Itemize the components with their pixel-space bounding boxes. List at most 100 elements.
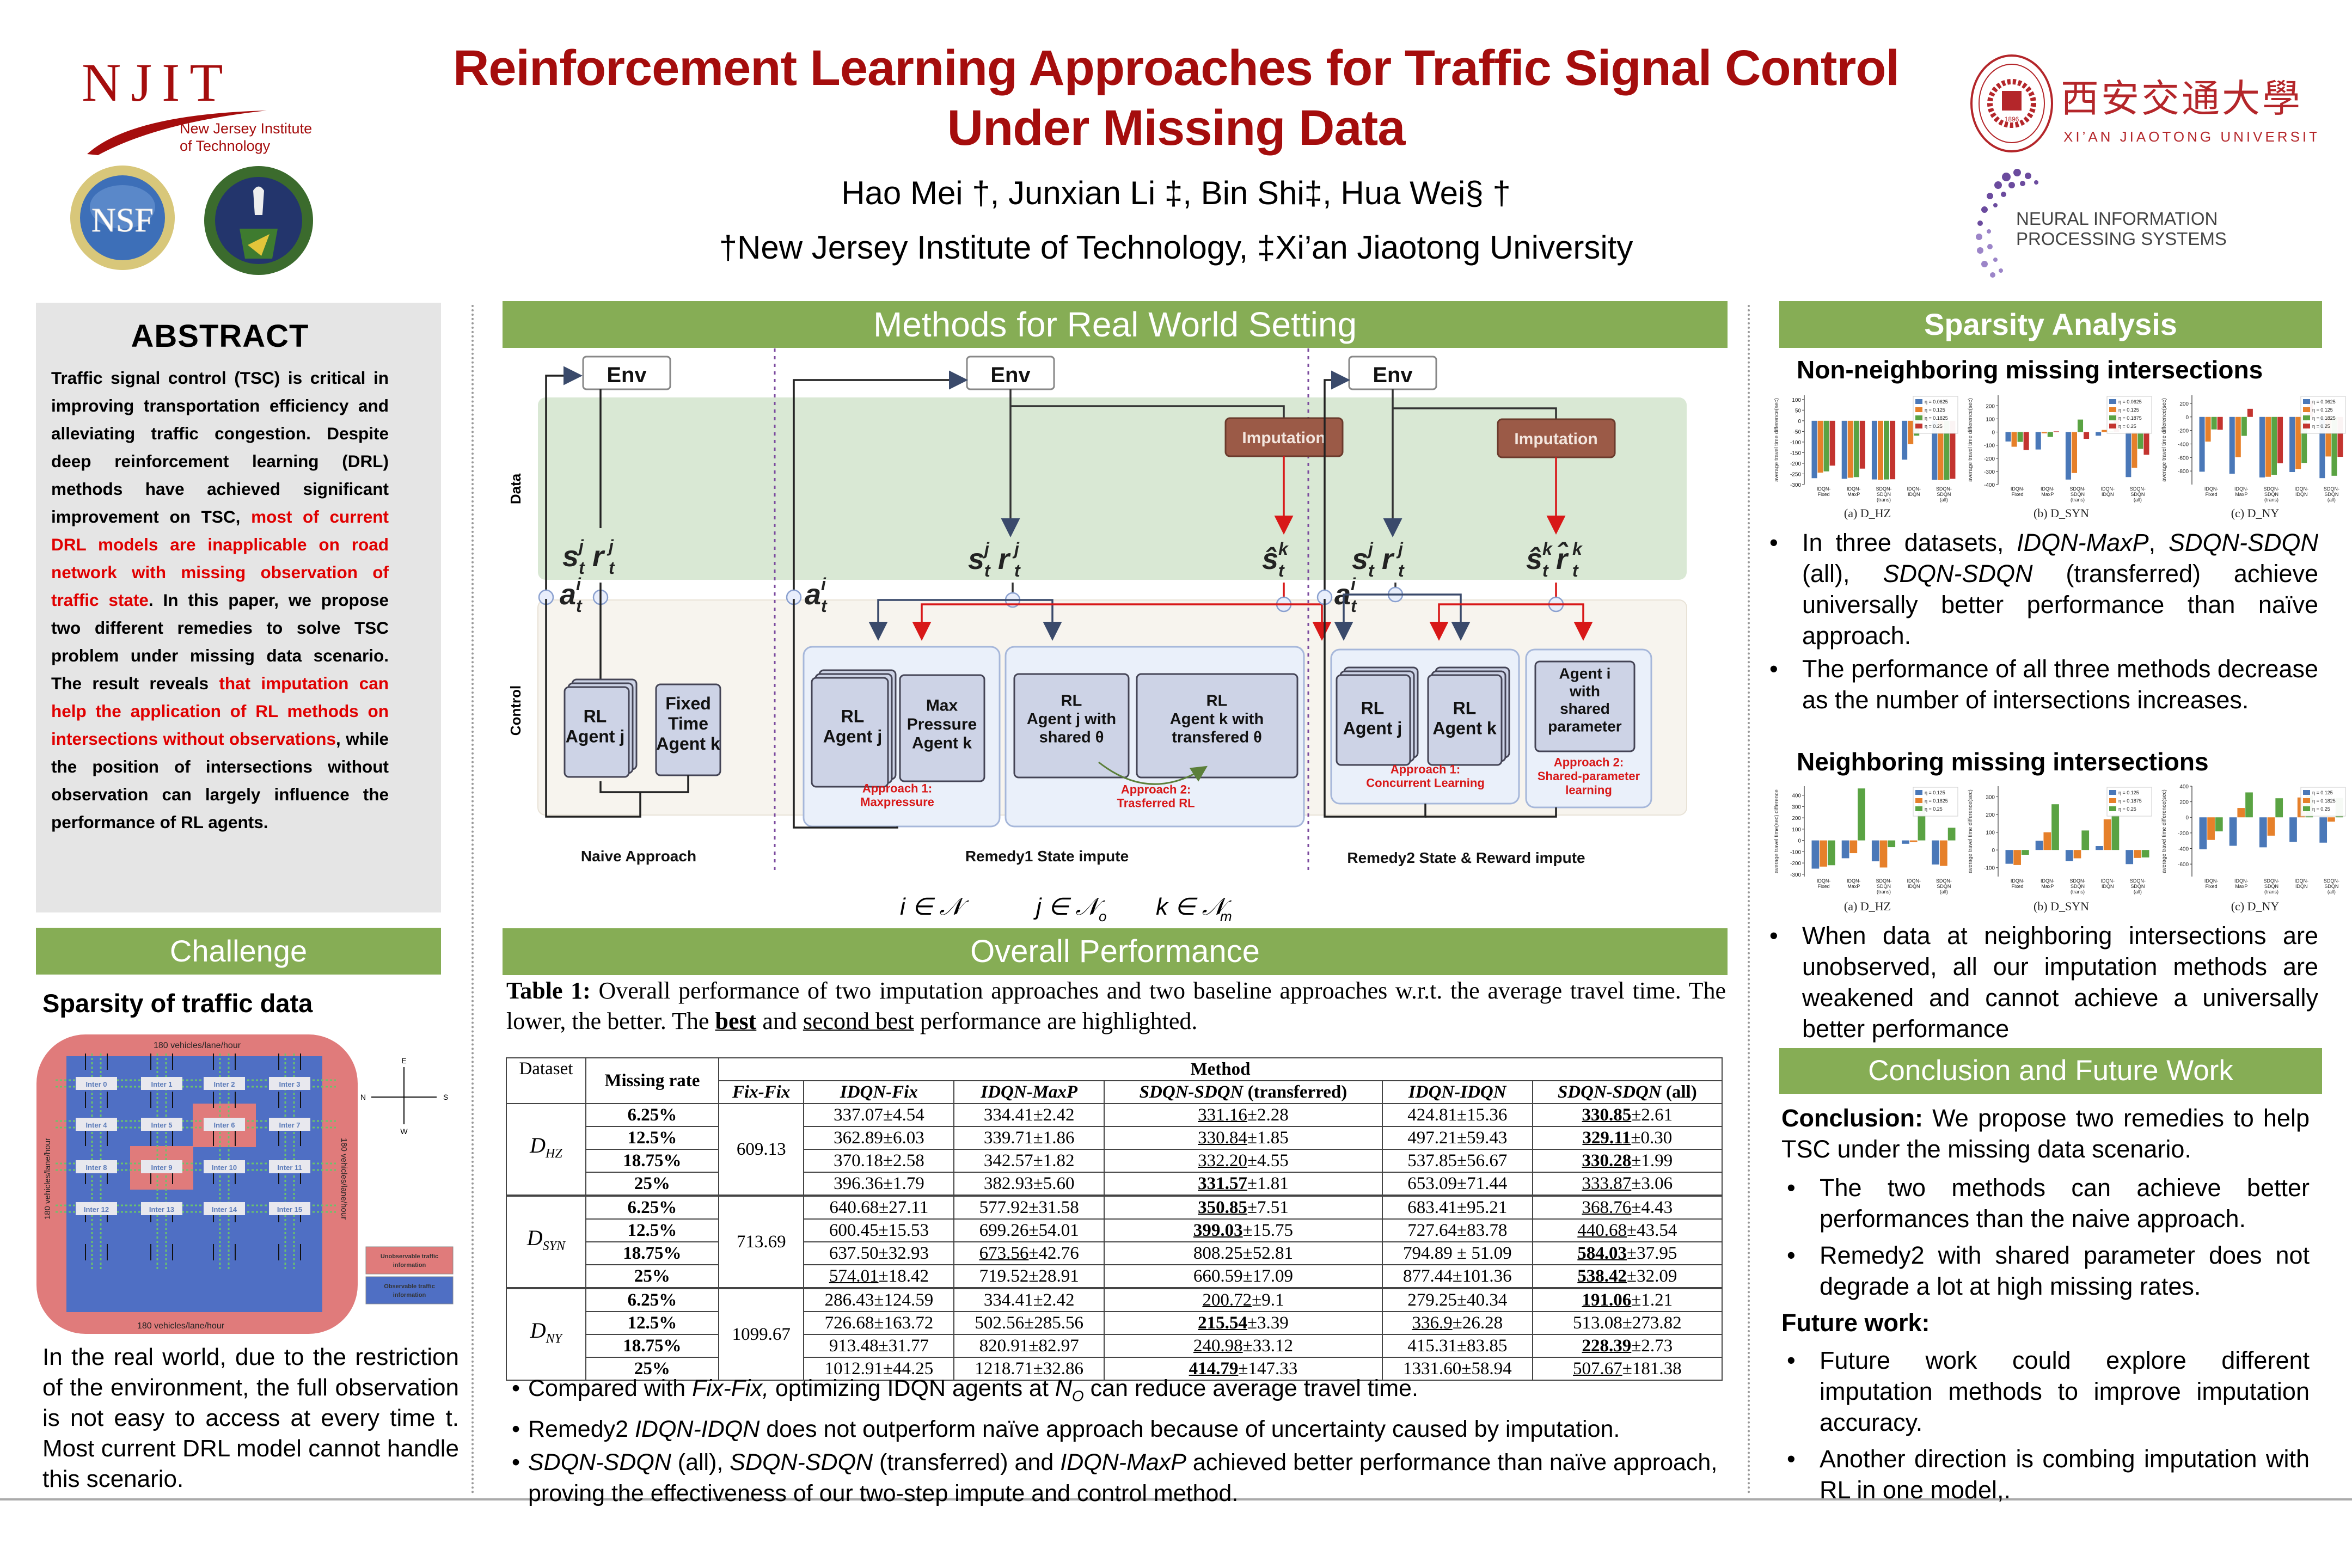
y-tick-label: -300 xyxy=(1790,482,1801,488)
result-cell: 424.81±15.36 xyxy=(1381,1103,1533,1127)
x-tick-label: MaxP xyxy=(2235,884,2247,889)
njit-mark: NJIT xyxy=(82,52,233,113)
doe-seal xyxy=(201,163,316,278)
result-cell: 502.56±285.56 xyxy=(953,1311,1105,1335)
flow-label-bottom: 180 vehicles/lane/hour xyxy=(137,1321,225,1331)
agent-box xyxy=(1336,674,1411,766)
agent-label: RL xyxy=(1361,699,1385,718)
plus-minus: ± xyxy=(1452,1313,1462,1333)
plus-minus: ± xyxy=(1456,1244,1467,1263)
bullet-item: SDQN-SDQN (all), SDQN-SDQN (transferred)… xyxy=(506,1447,1726,1509)
result-std: 43.54 xyxy=(1637,1221,1677,1240)
result-mean: 331.57 xyxy=(1198,1174,1247,1193)
result-cell: 200.72±9.1 xyxy=(1104,1288,1383,1312)
bar xyxy=(1940,840,1947,866)
bar xyxy=(2143,432,2149,455)
y-tick-label: 300 xyxy=(1986,795,1995,801)
result-std: 0.30 xyxy=(1640,1128,1673,1148)
result-mean: 350.85 xyxy=(1198,1198,1247,1217)
result-mean: 362.89 xyxy=(834,1128,883,1148)
result-mean: 330.85 xyxy=(1582,1105,1632,1125)
conclusion-header: Conclusion and Future Work xyxy=(1779,1048,2322,1094)
bullet-item: Remedy2 IDQN-IDQN does not outperform na… xyxy=(506,1414,1726,1445)
bullet-text-part: IDQN-MaxP xyxy=(2017,529,2149,556)
bar xyxy=(1950,420,1956,479)
dataset-name: DHZ xyxy=(506,1103,586,1196)
plus-minus: ± xyxy=(1033,1174,1043,1193)
x-tick-label: SDQN- xyxy=(2324,486,2339,492)
bullet-text-part: SDQN-SDQN xyxy=(528,1449,671,1475)
result-std: 83.78 xyxy=(1467,1221,1508,1240)
bar xyxy=(2071,432,2077,473)
method-name: IDQN-MaxP xyxy=(981,1082,1078,1102)
bar xyxy=(2247,408,2253,417)
chart-title: (b) D_SYN xyxy=(2033,899,2090,913)
bar xyxy=(1944,420,1950,480)
agent-box xyxy=(811,677,889,788)
bar xyxy=(2096,432,2102,436)
result-mean: 727.64 xyxy=(1407,1221,1457,1240)
plus-minus: ± xyxy=(1033,1290,1043,1310)
result-std: 83.85 xyxy=(1467,1336,1508,1356)
result-std: 4.54 xyxy=(892,1105,924,1125)
dataset-symbol: D xyxy=(530,1318,546,1343)
bar xyxy=(1827,840,1835,866)
plus-minus: ± xyxy=(883,1128,893,1148)
result-std: 15.75 xyxy=(1252,1221,1294,1240)
bar xyxy=(2237,808,2245,818)
plus-minus: ± xyxy=(1452,1266,1462,1286)
x-tick-label: IDQN- xyxy=(1907,878,1921,884)
bullet-item: Compared with Fix-Fix, optimizing IDQN a… xyxy=(506,1373,1726,1412)
math-sub: t xyxy=(984,561,991,580)
bar xyxy=(1853,420,1859,477)
xjtu-chinese-name: 西安交通大學 xyxy=(2061,76,2302,121)
x-tick-label: IDQN xyxy=(1908,884,1920,889)
result-cell: 660.59±17.09 xyxy=(1104,1264,1383,1289)
result-std: 1.82 xyxy=(1043,1151,1075,1171)
legend-label: η = 0.25 xyxy=(1925,806,1943,812)
intersection-box xyxy=(269,1202,310,1215)
bar xyxy=(2215,817,2223,831)
bar xyxy=(2265,416,2271,477)
result-cell: 513.08±273.82 xyxy=(1532,1311,1723,1335)
plus-minus: ± xyxy=(1622,1313,1632,1333)
plus-minus: ± xyxy=(1247,1151,1258,1171)
math-base: a xyxy=(805,578,821,611)
result-mean: 396.36 xyxy=(834,1174,883,1193)
legend-label: η = 0.125 xyxy=(2118,407,2139,413)
x-tick-label: (trans) xyxy=(2071,497,2085,503)
connector xyxy=(1334,593,1395,641)
x-tick-label: (trans) xyxy=(2264,497,2278,503)
bar xyxy=(2005,850,2013,864)
x-tick-label: IDQN- xyxy=(2234,486,2249,492)
missing-rate: 25% xyxy=(585,1264,719,1289)
x-tick-label: IDQN- xyxy=(1817,486,1831,492)
result-std: 2.73 xyxy=(1641,1336,1673,1356)
result-std: 1.79 xyxy=(892,1174,924,1193)
legend-label: η = 0.1875 xyxy=(2118,415,2142,421)
approach-label: Approach 1: xyxy=(862,781,932,795)
bar xyxy=(2103,819,2111,850)
result-cell: 497.21±59.43 xyxy=(1381,1126,1533,1150)
x-tick-label: SDQN- xyxy=(1876,878,1892,884)
math-base: s xyxy=(562,540,579,573)
result-std: 51.09 xyxy=(1467,1244,1512,1263)
bar xyxy=(2023,432,2029,450)
math-sub: t xyxy=(1542,561,1549,580)
legend-label: η = 0.0625 xyxy=(1925,399,1948,405)
bullet-text-part: SDQN-SDQN xyxy=(1883,560,2033,587)
result-cell: 228.39±2.73 xyxy=(1532,1334,1723,1358)
y-tick-label: -200 xyxy=(1984,456,1995,462)
x-tick-label: SDQN xyxy=(2130,884,2145,889)
challenge-subheading: Sparsity of traffic data xyxy=(42,989,313,1018)
poster-title-line2: Under Missing Data xyxy=(947,100,1406,156)
bullet-item: The two methods can achieve better perfo… xyxy=(1781,1172,2310,1234)
math-sup: i xyxy=(821,574,826,594)
y-axis-label: average travel time(sec) difference xyxy=(1774,789,1780,873)
math-sup: j xyxy=(982,539,990,559)
x-tick-label: IDQN xyxy=(1908,492,1920,497)
result-cell: 336.9±26.28 xyxy=(1381,1311,1533,1335)
bullet-text-part: (transferred) and xyxy=(873,1449,1061,1475)
